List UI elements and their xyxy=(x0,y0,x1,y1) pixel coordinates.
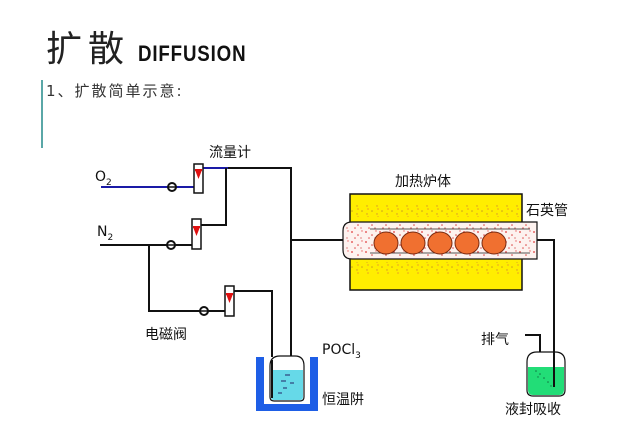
flowmeter-pocl3 xyxy=(224,285,235,317)
subtitle: 1、扩散简单示意: xyxy=(46,82,184,100)
flowmeter-o2 xyxy=(193,163,204,194)
title-english: DIFFUSION xyxy=(138,41,247,66)
title-chinese: 扩散 xyxy=(46,29,131,70)
quartz-tube-label: 石英管 xyxy=(526,202,568,219)
flowmeter-n2 xyxy=(191,218,202,250)
silicon-wafer xyxy=(400,231,426,255)
slide-title: 扩散 DIFFUSION xyxy=(46,20,266,70)
pocl3-label: POCl3 xyxy=(322,342,361,361)
thermostat-bath xyxy=(256,355,318,411)
exhaust-label: 排气 xyxy=(481,332,509,348)
valve-n2[interactable] xyxy=(166,240,176,250)
valve-o2[interactable] xyxy=(167,182,177,192)
furnace-label: 加热炉体 xyxy=(395,174,451,190)
silicon-wafer xyxy=(427,231,453,255)
flowmeter-label: 流量计 xyxy=(209,145,251,161)
silicon-wafer xyxy=(373,231,399,255)
pipes xyxy=(100,167,555,380)
thermostat-label: 恒温阱 xyxy=(322,392,364,408)
o2-line xyxy=(101,167,228,188)
liquid-seal-label: 液封吸收 xyxy=(505,402,561,418)
n2-label: N2 xyxy=(97,224,113,243)
solenoid-valve-label: 电磁阀 xyxy=(145,327,187,343)
wafers xyxy=(373,231,507,255)
silicon-wafer xyxy=(454,231,480,255)
o2-label: O2 xyxy=(95,169,112,188)
liquid-seal-absorber xyxy=(526,351,566,397)
solenoid-valve[interactable] xyxy=(199,306,209,316)
silicon-wafer xyxy=(481,231,507,255)
accent-bar xyxy=(41,80,43,148)
